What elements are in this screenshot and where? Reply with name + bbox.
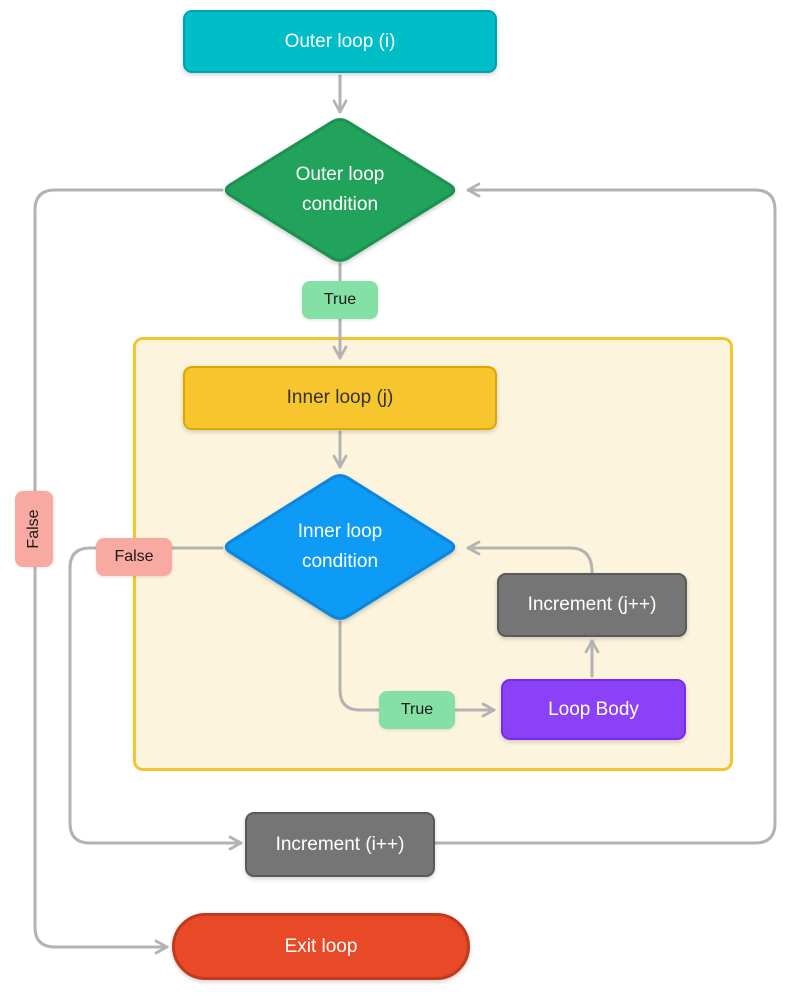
outer-loop-label: Outer loop (i) [284,30,396,52]
outer-condition-diamond [224,118,456,262]
increment-i-node: Increment (i++) [245,812,435,877]
inner-condition-diamond [224,474,456,620]
increment-j-node: Increment (j++) [497,573,687,637]
edge-innercondition-true-to-loopbody [338,620,496,718]
increment-i-label: Increment (i++) [275,833,405,855]
exit-loop-node: Exit loop [172,913,470,980]
inner-false-edge-label: False [96,538,172,576]
inner-loop-node: Inner loop (j) [183,366,497,430]
outer-true-edge-label: True [302,281,378,319]
loop-body-label: Loop Body [548,698,639,720]
outer-loop-node: Outer loop (i) [183,10,497,73]
edge-innercondition-false-to-incrementi [68,546,243,851]
edge-outercondition-false-to-exit [33,188,224,955]
edge-incrementi-to-outercondition [433,182,777,845]
connectors [33,74,777,955]
exit-loop-label: Exit loop [284,935,358,957]
inner-true-edge-label: True [379,691,455,729]
increment-j-label: Increment (j++) [527,594,657,615]
edge-incrementj-to-innercondition [466,540,594,574]
inner-loop-label: Inner loop (j) [286,387,394,408]
loop-body-node: Loop Body [501,679,686,740]
outer-false-edge-label: False [15,491,53,567]
